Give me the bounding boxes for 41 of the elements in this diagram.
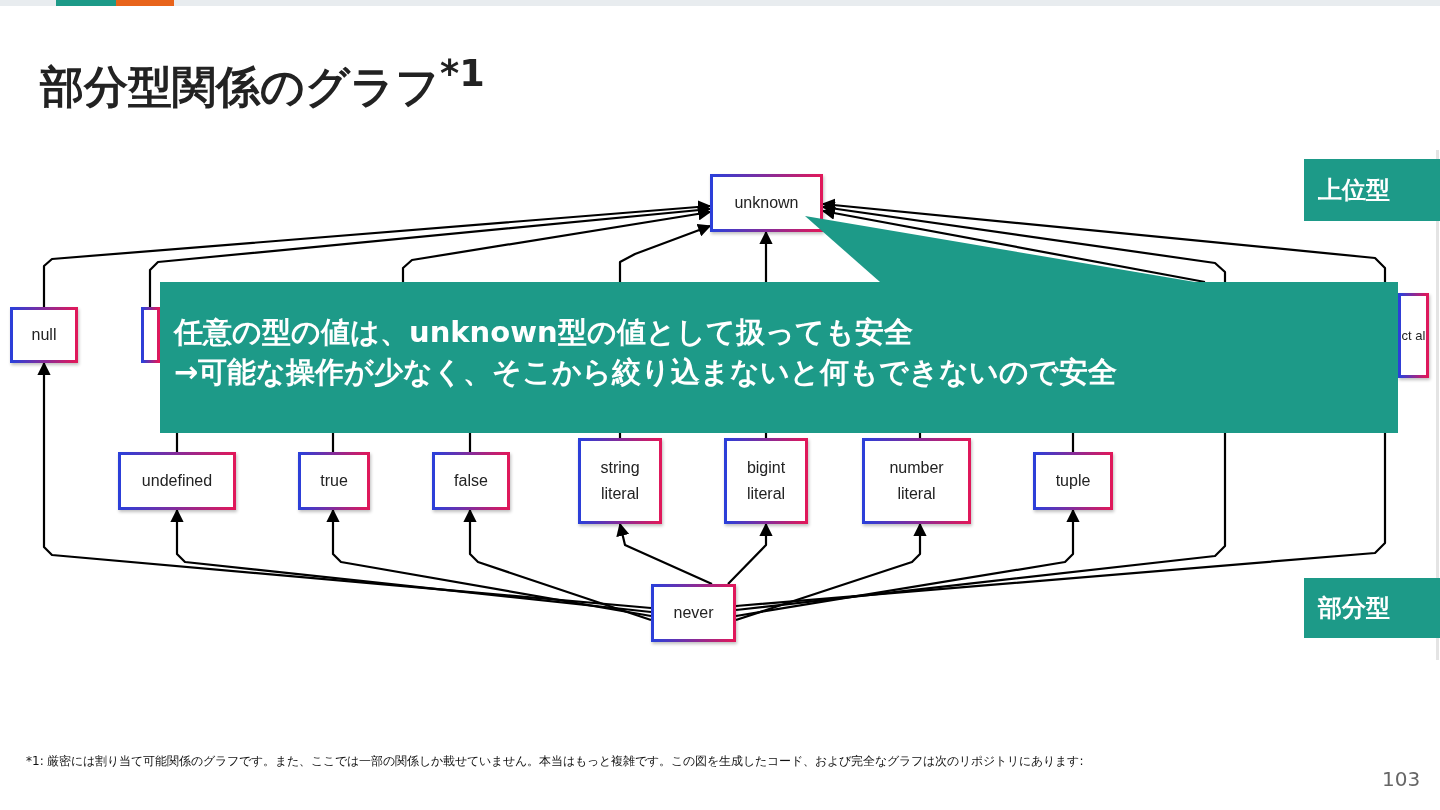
type-box: string literal [578,438,662,524]
arrow [618,223,712,282]
type-box: never [651,584,736,642]
connector-line [735,433,1387,608]
connector-line [331,433,335,452]
type-box: undefined [118,452,236,510]
connector-line [1071,433,1075,452]
type-box: false [432,452,510,510]
arrow [727,522,773,585]
type-box: null [10,307,78,363]
arrow [463,508,652,622]
connector-line [468,433,472,452]
arrow [401,207,712,282]
page-number: 103 [1382,767,1421,791]
arrow [170,508,652,614]
arrow [148,203,712,307]
type-box: bigint literal [724,438,808,524]
arrow [37,361,652,610]
connector-line [735,433,1227,612]
arrow [759,230,773,282]
connector-line [175,433,179,452]
arrow [821,198,1387,282]
level-tag: 上位型 [1304,159,1440,221]
slide-title: 部分型関係のグラフ$^{*1}$ [40,52,485,114]
arrow [616,522,713,585]
arrow [735,522,927,622]
type-box: true [298,452,370,510]
arrow [326,508,652,618]
footnote: *1: 厳密には割り当て可能関係のグラフです。また、ここでは一部の関係しか載せていません。本当はもっと複雑です。この図を生成したコード、および完全なグラフは次のリポジトリにあります: [26,753,1084,770]
type-box: unknown [710,174,823,232]
arrow [735,508,1080,618]
connector-line [764,433,768,438]
level-tag: 部分型 [1304,578,1440,638]
type-box: ct al [1398,293,1429,378]
callout-text: 任意の型の値は、unknown型の値として扱っても安全 [174,314,914,351]
connector-line [618,433,622,438]
connector-line [918,433,922,438]
type-box: tuple [1033,452,1113,510]
arrow [42,200,712,307]
type-box: number literal [862,438,971,524]
callout-text: →可能な操作が少なく、そこから絞り込まないと何もできないので安全 [174,354,1119,391]
